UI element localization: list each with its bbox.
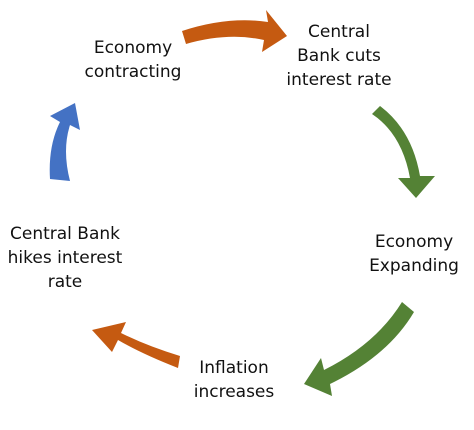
arrow-hikes-to-contracting — [49, 103, 80, 181]
stage-economy-expanding: Economy Expanding — [366, 230, 462, 278]
stage-economy-expanding-line: Economy — [374, 232, 454, 252]
stage-central-bank-cuts-line: Bank cuts — [297, 46, 381, 66]
arrow-cuts-to-expanding — [372, 106, 435, 198]
stage-central-bank-hikes: Central Bank hikes interest rate — [4, 222, 126, 294]
stage-inflation-increases-line: Inflation — [199, 358, 269, 378]
stage-central-bank-cuts: Central Bank cuts interest rate — [283, 20, 395, 92]
stage-inflation-increases-line: increases — [193, 382, 275, 402]
stage-central-bank-cuts-line: Central — [308, 22, 370, 42]
arrow-contracting-to-cuts — [182, 10, 287, 52]
stage-central-bank-cuts-line: interest rate — [286, 70, 392, 90]
stage-economy-contracting: Economy contracting — [80, 36, 186, 84]
stage-central-bank-hikes-line: rate — [47, 272, 83, 292]
arrow-inflation-to-hikes — [92, 322, 180, 368]
stage-central-bank-hikes-line: hikes interest — [7, 248, 123, 268]
stage-economy-contracting-line: contracting — [84, 62, 182, 82]
stage-inflation-increases: Inflation increases — [186, 356, 282, 404]
stage-economy-expanding-line: Expanding — [369, 256, 459, 276]
arrow-expanding-to-inflation — [304, 302, 414, 396]
stage-central-bank-hikes-line: Central Bank — [9, 224, 120, 244]
stage-economy-contracting-line: Economy — [93, 38, 173, 58]
